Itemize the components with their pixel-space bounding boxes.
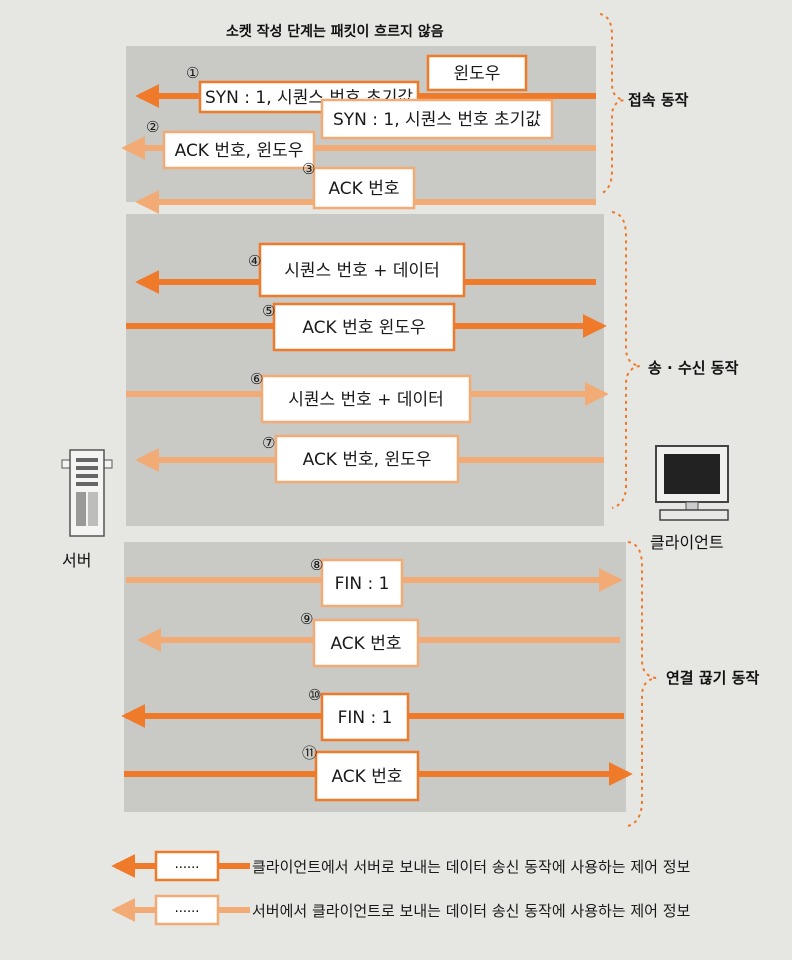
legend-text-client-to-server: 클라이언트에서 서버로 보내는 데이터 송신 동작에 사용하는 제어 정보 [252, 858, 691, 876]
step-3-box-1-label: ACK 번호 [328, 179, 399, 199]
step-4: 시퀀스 번호 + 데이터 ④ [135, 242, 596, 298]
step-9-number: ⑨ [300, 610, 313, 628]
step-4-box-1-label: 시퀀스 번호 + 데이터 [284, 261, 440, 281]
step-7-box-1-label: ACK 번호, 윈도우 [303, 450, 432, 470]
legend-text-server-to-client: 서버에서 클라이언트로 보내는 데이터 송신 동작에 사용하는 제어 정보 [252, 902, 691, 920]
step-1-number: ① [186, 64, 199, 82]
step-3: ACK 번호 ③ [135, 160, 596, 214]
client-label: 클라이언트 [650, 533, 724, 552]
diagram-title: 소켓 작성 단계는 패킷이 흐르지 않음 [226, 23, 444, 40]
legend: ...... 클라이언트에서 서버로 보내는 데이터 송신 동작에 사용하는 제… [111, 850, 691, 926]
server-icon [61, 449, 113, 537]
step-5-box-1-label: ACK 번호 윈도우 [302, 318, 425, 338]
server-label: 서버 [62, 551, 91, 570]
client-computer-icon [655, 445, 729, 521]
step-8: FIN : 1 ⑧ [126, 556, 623, 608]
step-8-box-1 [320, 558, 404, 608]
step-2: ACK 번호, 윈도우 SYN : 1, 시퀀스 번호 초기값 ② [121, 98, 596, 170]
phase-label-transfer: 송 · 수신 동작 [648, 359, 739, 377]
legend-box-text-1: ...... [175, 857, 200, 872]
step-9-box-1-label: ACK 번호 [330, 634, 401, 654]
step-3-box-1 [312, 166, 416, 210]
step-2-number: ② [146, 118, 159, 136]
step-4-number: ④ [248, 252, 261, 270]
step-7: ACK 번호, 윈도우 ⑦ [135, 434, 604, 484]
step-10-number: ⑩ [308, 686, 321, 704]
step-6-box-1-label: 시퀀스 번호 + 데이터 [288, 390, 444, 410]
step-6-number: ⑥ [250, 370, 263, 388]
phase-label-connect: 접속 동작 [628, 91, 689, 109]
step-2-box-1 [162, 130, 316, 170]
step-11-number: ⑪ [302, 744, 317, 762]
step-9: ACK 번호 ⑨ [137, 610, 620, 668]
step-3-number: ③ [302, 160, 315, 178]
step-8-box-1-label: FIN : 1 [335, 574, 390, 594]
step-10-box-1-label: FIN : 1 [338, 708, 393, 728]
step-2-box-2 [320, 98, 554, 140]
brace-transfer [611, 211, 641, 509]
step-11-box-1 [314, 750, 420, 802]
step-2-box-2-label: SYN : 1, 시퀀스 번호 초기값 [333, 110, 541, 130]
step-5-number: ⑤ [262, 302, 275, 320]
steps-layer: SYN : 1, 시퀀스 번호 초기값 윈도우 ① ACK 번호, 윈도우 SYN : … [121, 54, 633, 802]
step-10-box-1 [320, 692, 410, 742]
step-2-box-1-label: ACK 번호, 윈도우 [175, 141, 304, 161]
step-7-box-1 [274, 434, 460, 484]
step-11: ACK 번호 ⑪ [124, 744, 633, 802]
legend-box-server-to-client [154, 894, 220, 926]
brace-disconnect [627, 541, 657, 827]
step-6-box-1 [260, 374, 472, 424]
step-9-box-1 [312, 618, 420, 668]
step-8-number: ⑧ [310, 556, 323, 574]
step-11-box-1-label: ACK 번호 [331, 767, 402, 787]
step-5-box-1 [272, 302, 456, 352]
step-4-box-1 [258, 242, 466, 298]
step-6: 시퀀스 번호 + 데이터 ⑥ [126, 370, 609, 424]
brace-connect [599, 13, 625, 195]
step-5: ACK 번호 윈도우 ⑤ [126, 302, 607, 352]
legend-box-text-2: ...... [175, 901, 200, 916]
step-10: FIN : 1 ⑩ [121, 686, 624, 742]
step-1-box-2-label: 윈도우 [454, 64, 501, 84]
step-7-number: ⑦ [262, 434, 275, 452]
phase-label-disconnect: 연결 끊기 동작 [666, 669, 759, 687]
legend-box-client-to-server [154, 850, 220, 882]
step-1-box-2 [426, 54, 528, 92]
